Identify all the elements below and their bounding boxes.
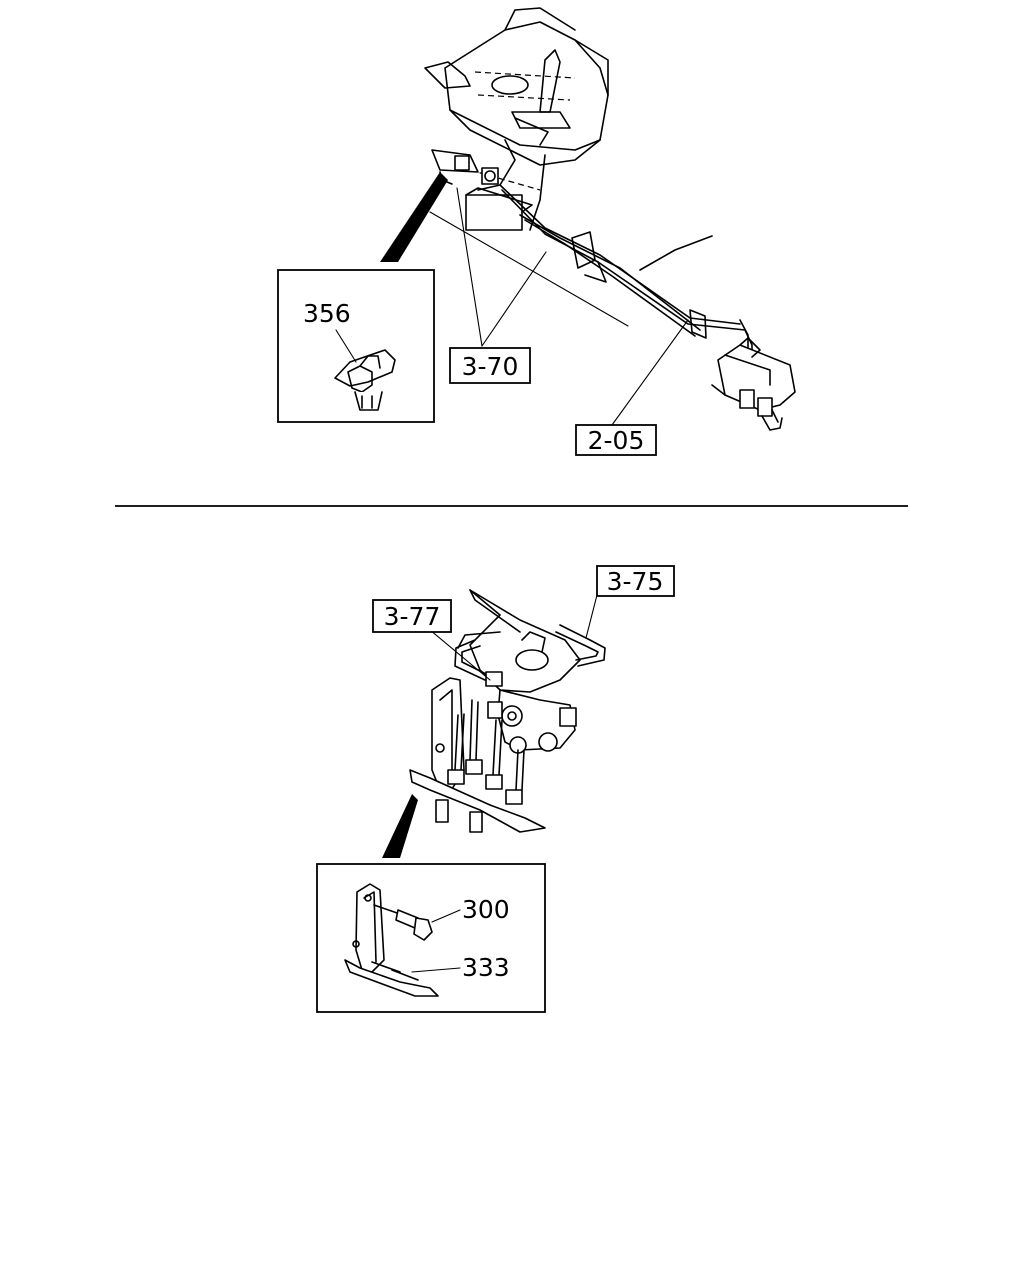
callout-3-70: 3-70	[449, 187, 547, 384]
callout-2-05: 2-05	[575, 319, 689, 456]
top-inset-pointer	[380, 172, 448, 262]
callout-356-text: 356	[303, 299, 351, 328]
bottom-valve-assembly	[409, 589, 606, 833]
callout-300-text: 300	[462, 895, 510, 924]
callout-3-70-text: 3-70	[462, 352, 519, 381]
top-inset: 356	[277, 269, 435, 423]
bottom-inset-pointer	[382, 794, 418, 858]
callout-3-77-text: 3-77	[384, 602, 441, 631]
bottom-inset: 300 333	[316, 863, 546, 1013]
top-brake-pipe-assembly	[424, 7, 796, 431]
callout-2-05-text: 2-05	[588, 426, 645, 455]
callout-333-text: 333	[462, 953, 510, 982]
bolt-part-300	[373, 904, 433, 941]
callout-3-77: 3-77	[372, 599, 491, 681]
callout-3-75: 3-75	[585, 565, 675, 639]
clip-part-356	[334, 329, 396, 411]
callout-3-75-text: 3-75	[607, 567, 664, 596]
